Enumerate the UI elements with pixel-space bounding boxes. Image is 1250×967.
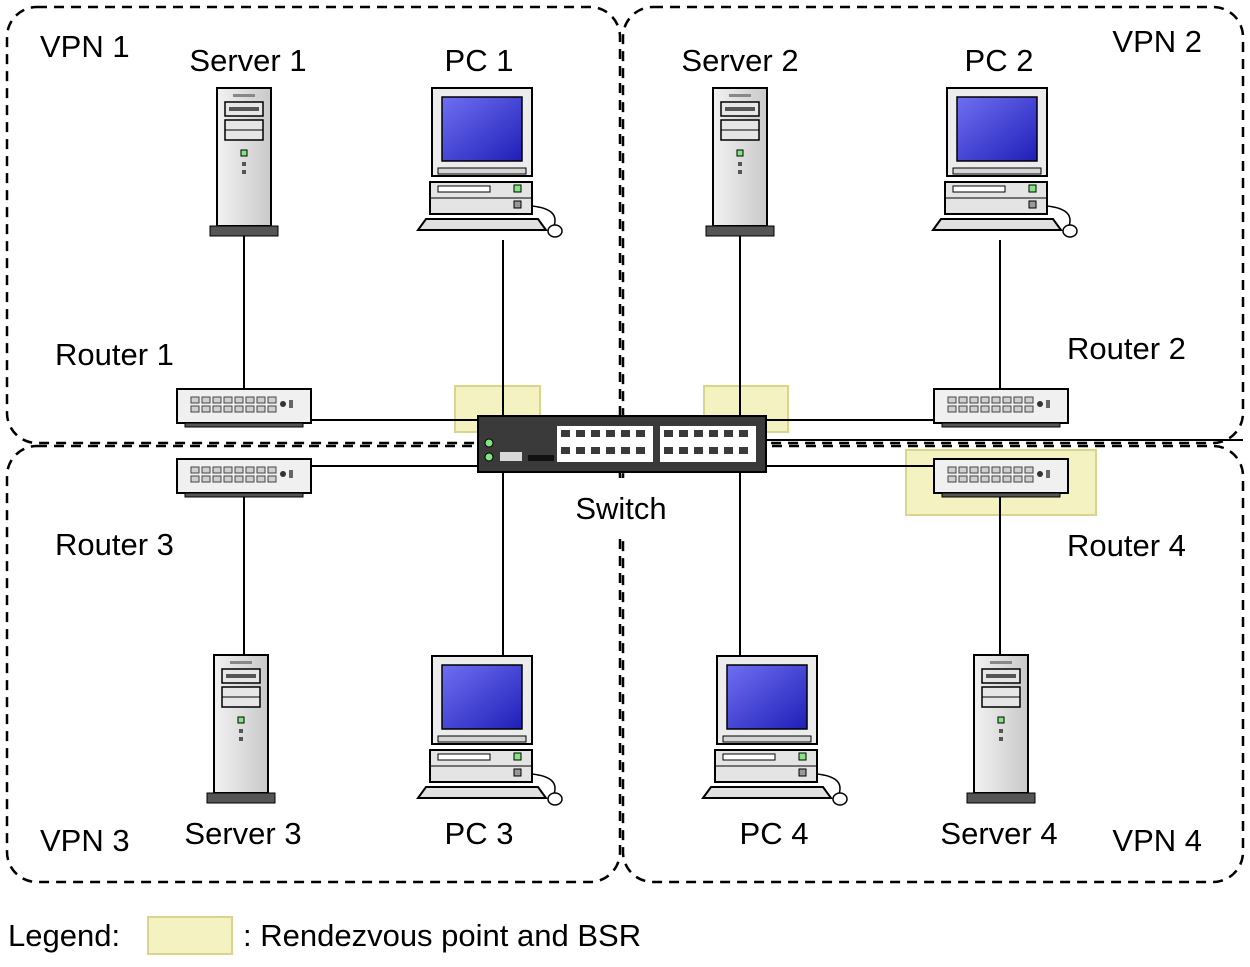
vpn1-region [5,5,622,445]
router2-icon [933,388,1069,428]
router1-icon [176,388,312,428]
pc2-icon [932,87,1078,238]
router3-icon [176,458,312,498]
legend-label: Legend: [8,918,121,953]
vpn2-label: VPN 2 [1112,24,1202,59]
switch-icon [477,415,767,473]
router4-icon [933,458,1069,498]
legend-description: : Rendezvous point and BSR [243,918,642,953]
server4-icon [966,654,1036,804]
vpn4-label: VPN 4 [1112,823,1202,858]
server1-label: Server 1 [189,43,307,78]
vpn2-region [621,5,1245,445]
server4-label: Server 4 [940,816,1058,851]
server3-label: Server 3 [184,816,302,851]
vpn1-label: VPN 1 [40,29,130,64]
server3-icon [206,654,276,804]
pc4-label: PC 4 [739,816,809,851]
legend-swatch [147,916,233,955]
router2-label: Router 2 [1067,331,1186,366]
pc3-label: PC 3 [444,816,514,851]
network-links [243,236,1243,656]
router4-label: Router 4 [1067,528,1186,563]
server2-label: Server 2 [681,43,799,78]
pc4-icon [702,655,848,806]
switch-label: Switch [575,491,667,526]
pc1-label: PC 1 [444,43,514,78]
pc2-label: PC 2 [964,43,1034,78]
pc3-icon [417,655,563,806]
router3-label: Router 3 [55,527,174,562]
vpn4-region [621,444,1245,884]
vpn3-label: VPN 3 [40,823,130,858]
server1-icon [209,87,279,237]
router1-label: Router 1 [55,337,174,372]
server2-icon [705,87,775,237]
pc1-icon [417,87,563,238]
vpn3-region [5,444,622,884]
